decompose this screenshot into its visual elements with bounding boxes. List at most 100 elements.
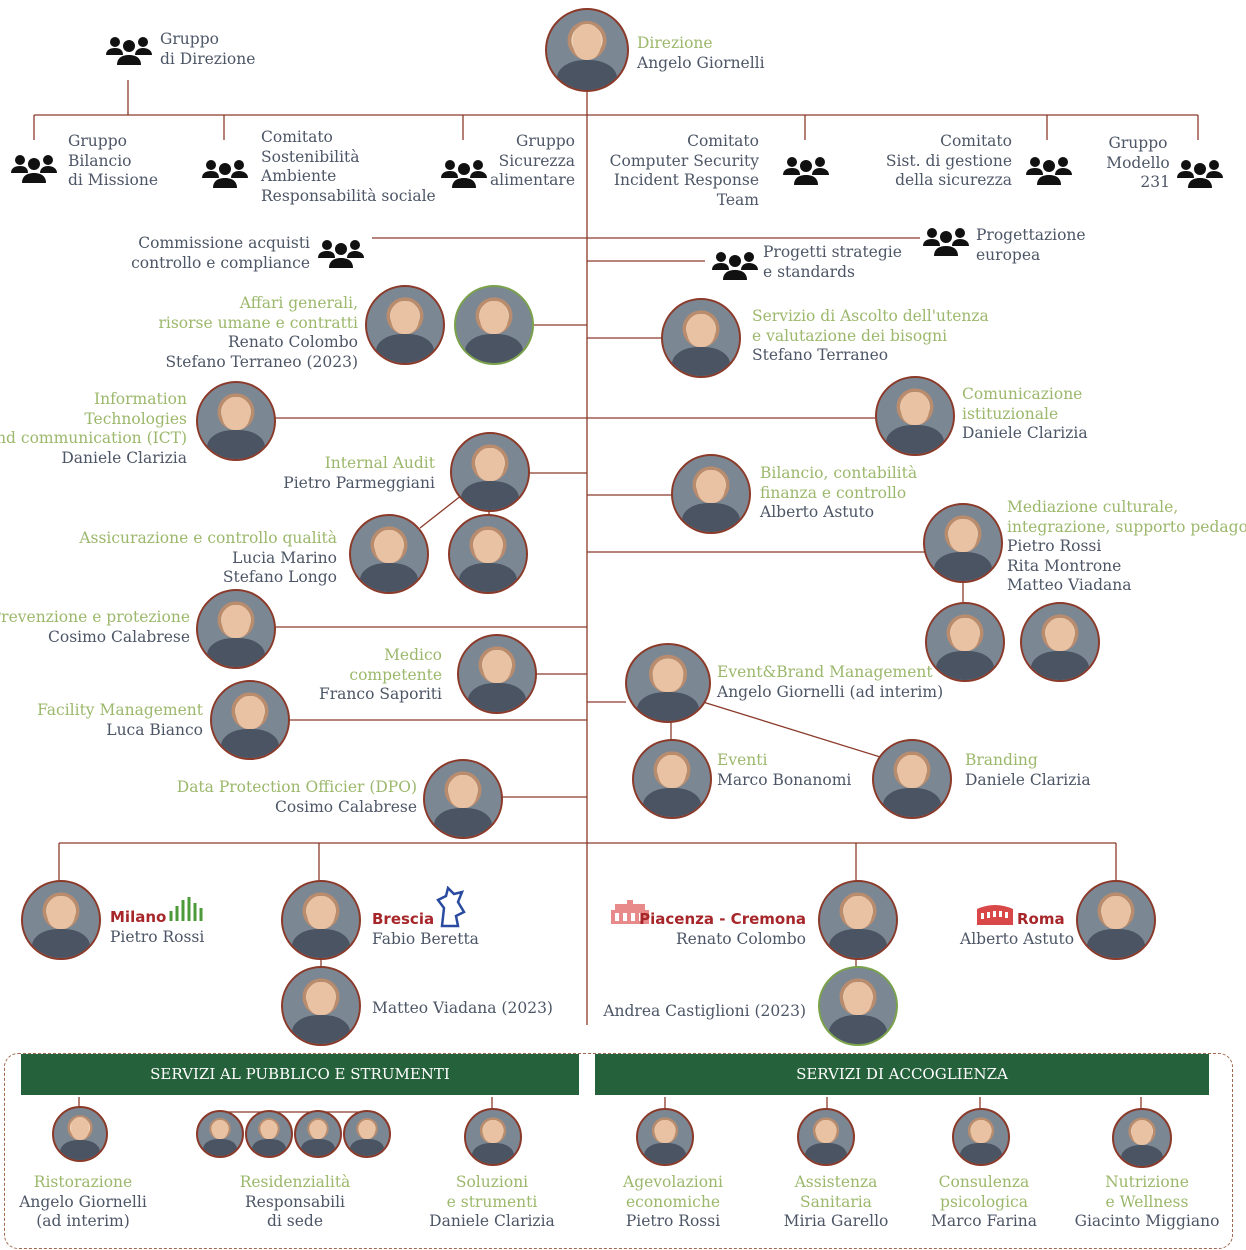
person-photo (196, 1110, 244, 1158)
director-role: Direzione (637, 34, 713, 52)
node-name: Stefano Terraneo (752, 346, 889, 364)
node-name: Alberto Astuto (760, 503, 875, 521)
person-photo (875, 376, 955, 456)
mediazione-label: Mediazione culturale, integrazione, supp… (1007, 498, 1246, 596)
person-photo (349, 514, 429, 594)
node-role: competente (349, 665, 442, 684)
node-role: risorse umane e contratti (158, 313, 358, 332)
director-photo (545, 8, 629, 92)
person-photo (625, 643, 711, 723)
people-group-icon (1177, 160, 1223, 188)
node-name: Daniele Clarizia (962, 424, 1088, 442)
node-name: Angelo Giornelli (ad interim) (717, 682, 944, 701)
person-photo (294, 1110, 342, 1158)
progetti-label: Progetti strategie e standards (763, 243, 902, 282)
node-role: finanza e controllo (760, 483, 907, 502)
people-group-icon (106, 37, 152, 65)
node-role: Servizio di Ascolto dell'utenza (752, 307, 989, 325)
node-name: Cosimo Calabrese (275, 797, 417, 816)
servizi-pubblico-bar: SERVIZI AL PUBBLICO E STRUMENTI (21, 1054, 579, 1095)
node-name: Andrea Castiglioni (2023) (603, 1002, 806, 1020)
node-name: Angelo Giornelli (19, 1192, 147, 1211)
node-name: Rita Montrone (1007, 556, 1122, 575)
node-name: Stefano Terraneo (2023) (165, 352, 358, 371)
person-photo (457, 634, 537, 714)
committee-line: Comitato (261, 128, 333, 146)
person-photo (661, 298, 741, 378)
comunicazione-label: Comunicazione istituzionale Daniele Clar… (962, 385, 1088, 444)
person-photo (281, 966, 361, 1046)
brescia-lion-logo-icon (436, 886, 466, 928)
medico-label: Medico competente Franco Saporiti (319, 646, 442, 705)
progettazione-label: Progettazione europea (976, 226, 1086, 265)
committee-line: alimentare (489, 171, 575, 189)
committee-line: Responsabilità sociale (261, 186, 436, 205)
people-group-icon (923, 228, 969, 256)
gruppo-direzione-label: Gruppo di Direzione (160, 30, 255, 69)
node-role: Nutrizione (1105, 1173, 1189, 1191)
event-brand-label: Event&Brand Management Angelo Giornelli … (717, 663, 943, 702)
committee-line: Ambiente (261, 167, 337, 185)
node-role: integrazione, supporto pedagogico (1007, 517, 1246, 536)
node-name: Responsabili (244, 1192, 346, 1211)
gruppo-direzione-line2: di Direzione (160, 49, 256, 68)
committee-line: Comitato (687, 132, 759, 150)
node-role: and communication (ICT) (0, 429, 187, 447)
committee-2-label: Comitato Sostenibilità Ambiente Responsa… (261, 128, 436, 206)
person-photo (797, 1108, 855, 1166)
brescia-label: Brescia Fabio Beretta (372, 910, 479, 949)
node-name: Renato Colombo (228, 333, 358, 351)
residenzialita-label: Residenzialità Responsabili di sede (210, 1173, 380, 1232)
city-name: Piacenza - Cremona (639, 910, 806, 928)
person-photo (671, 454, 751, 534)
node-role: Affari generali, (239, 294, 358, 312)
commissione-label: Commissione acquisti controllo e complia… (131, 234, 310, 273)
committee-6-label: Gruppo Modello 231 (1106, 134, 1170, 193)
ascolto-label: Servizio di Ascolto dell'utenza e valuta… (752, 307, 989, 366)
node-name: Pietro Rossi (625, 1212, 721, 1230)
node-role: Consulenza (938, 1173, 1030, 1191)
committee-line: Computer Security (609, 151, 759, 170)
people-group-icon (318, 240, 364, 268)
node-role: Information (93, 390, 187, 408)
person-photo (818, 966, 898, 1046)
affari-generali-label: Affari generali, risorse umane e contrat… (158, 294, 358, 372)
committee-line: Gruppo (68, 132, 127, 150)
node-role: economiche (626, 1192, 720, 1211)
roma-label: Roma Alberto Astuto (960, 910, 1074, 949)
node-role: Event&Brand Management (717, 663, 933, 681)
committee-line: Modello (1106, 153, 1170, 172)
consulenza-label: Consulenza psicologica Marco Farina (904, 1173, 1064, 1232)
node-name: di sede (266, 1212, 324, 1230)
node-role: e strumenti (446, 1192, 538, 1211)
piacenza-label: Piacenza - Cremona Renato Colombo (639, 910, 806, 949)
piacenza-extra-label: Andrea Castiglioni (2023) (603, 1002, 806, 1022)
committee-5-label: Comitato Sist. di gestione della sicurez… (886, 132, 1012, 191)
people-group-icon (202, 160, 248, 188)
committee-4-label: Comitato Computer Security Incident Resp… (610, 132, 759, 210)
node-role: Branding (965, 751, 1038, 769)
commissione-line2: controllo e compliance (131, 253, 310, 272)
node-role: Internal Audit (324, 454, 435, 472)
milano-logo-icon (169, 897, 203, 921)
people-group-icon (11, 155, 57, 183)
node-name: Luca Bianco (106, 720, 203, 739)
node-name: Pietro Rossi (1007, 537, 1102, 555)
city-name: Milano (110, 908, 167, 926)
committee-line: Bilancio (68, 151, 132, 170)
person-photo (365, 285, 445, 365)
committee-line: della sicurezza (895, 171, 1012, 189)
soluzioni-label: Soluzioni e strumenti Daniele Clarizia (412, 1173, 572, 1232)
person-photo (636, 1108, 694, 1166)
ristorazione-label: Ristorazione Angelo Giornelli (ad interi… (0, 1173, 166, 1232)
node-role: Technologies (84, 409, 187, 428)
node-name: Franco Saporiti (319, 685, 442, 703)
node-name: Stefano Longo (222, 568, 337, 586)
person-photo (450, 432, 530, 512)
piacenza-building-logo-icon (611, 900, 649, 924)
brescia-extra-label: Matteo Viadana (2023) (372, 999, 553, 1019)
node-role: Agevolazioni (623, 1173, 723, 1191)
node-name: Alberto Astuto (960, 929, 1075, 948)
person-photo (925, 602, 1005, 682)
services-frame (4, 1053, 1233, 1249)
